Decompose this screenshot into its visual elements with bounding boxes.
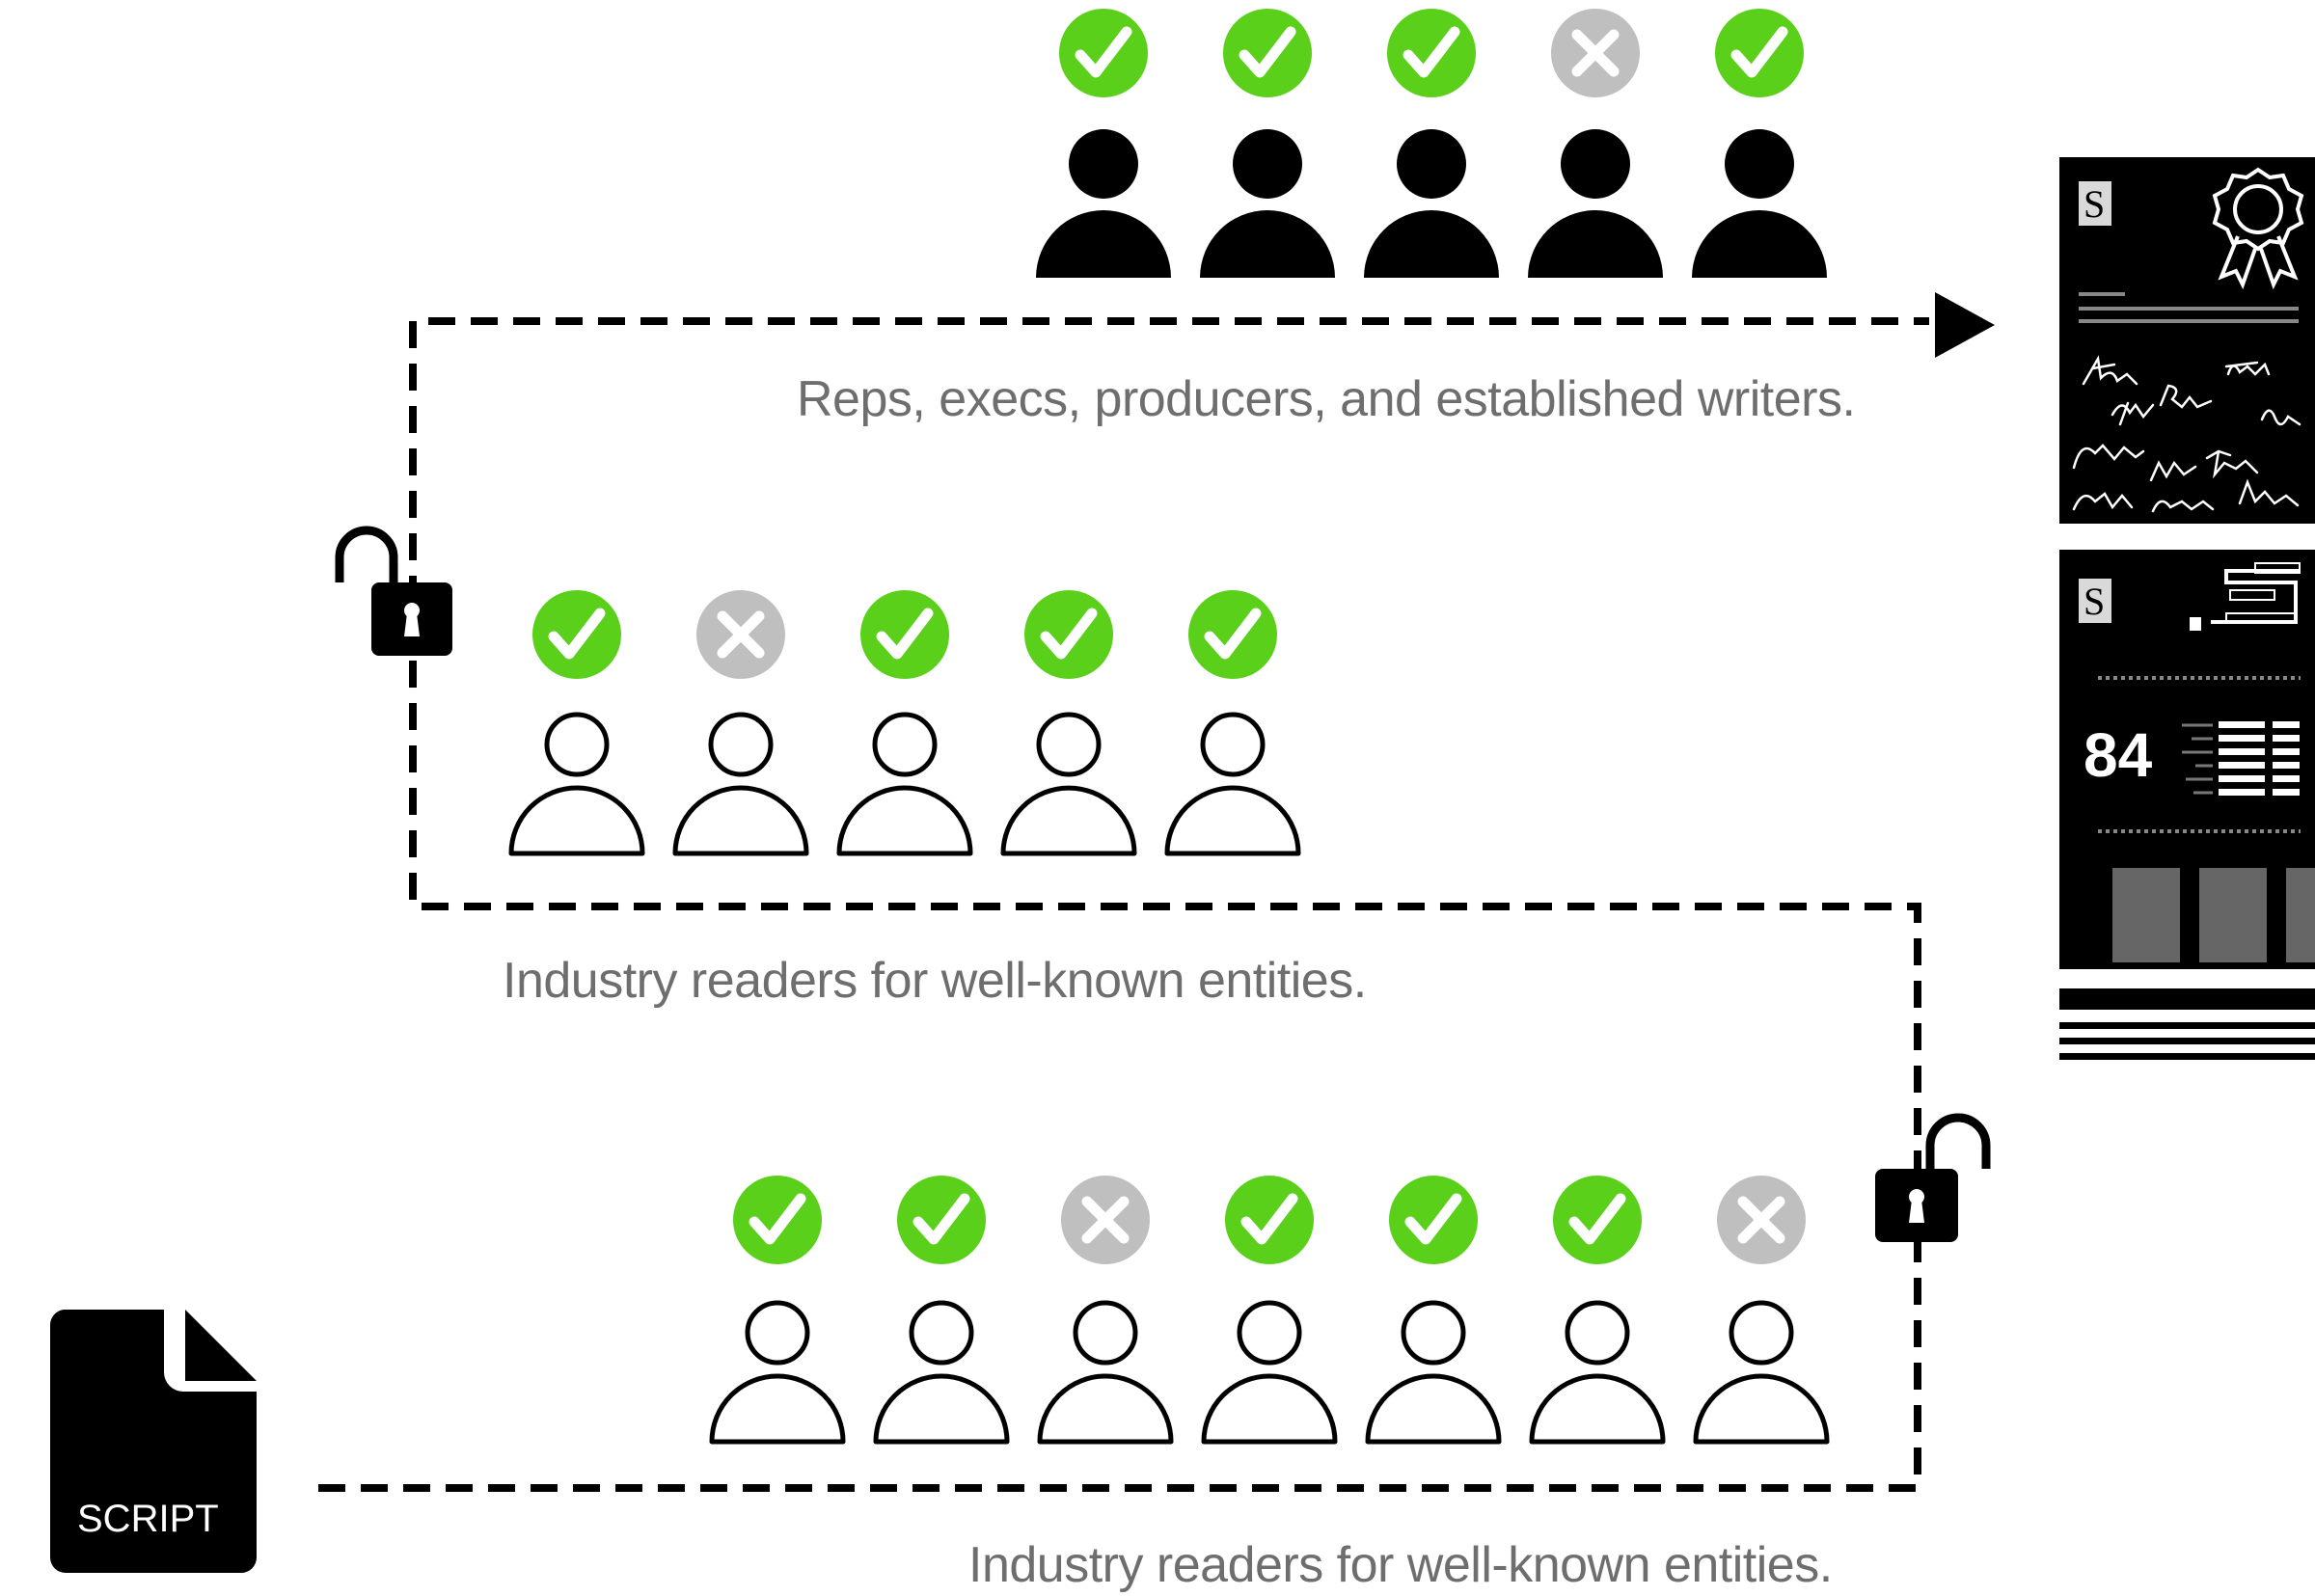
- tier-caption-bottom: Industry readers for well-known entities…: [968, 1537, 1833, 1593]
- reader-person-icon: [1037, 1300, 1174, 1445]
- check-icon: [1059, 9, 1148, 97]
- reader-person-icon: [508, 712, 645, 856]
- signatures: [2072, 355, 2301, 513]
- reader-person-icon: [1200, 129, 1335, 278]
- tier-caption-top: Reps, execs, producers, and established …: [797, 371, 1856, 427]
- reader-person-icon: [1164, 712, 1301, 856]
- reader-person-icon: [1000, 712, 1137, 856]
- check-icon: [1715, 9, 1804, 97]
- tier-top: [1036, 9, 1827, 278]
- tier-caption-middle: Industry readers for well-known entities…: [503, 953, 1367, 1009]
- check-icon: [860, 590, 949, 679]
- reader-person-icon: [1529, 1300, 1666, 1445]
- check-icon: [1225, 1176, 1314, 1264]
- s-badge-icon: [2079, 181, 2111, 226]
- cross-icon: [696, 590, 785, 679]
- check-icon: [897, 1176, 986, 1264]
- scorecard-badge: S: [2084, 580, 2105, 623]
- check-icon: [1223, 9, 1312, 97]
- reader-person-icon: [1692, 129, 1827, 278]
- check-icon: [1387, 9, 1476, 97]
- score-bars-icon: [2219, 721, 2300, 796]
- flow-arrowhead: [1935, 292, 1995, 358]
- reader-tiers: [508, 9, 1830, 1445]
- reader-person-icon: [873, 1300, 1010, 1445]
- tier-middle: [508, 590, 1301, 856]
- score-graphic-icon: [2190, 562, 2301, 631]
- certificate-badge: S: [2084, 182, 2105, 226]
- check-icon: [1024, 590, 1113, 679]
- reader-person-icon: [1364, 129, 1499, 278]
- s-badge-icon: [2079, 579, 2111, 623]
- script-label: SCRIPT: [77, 1498, 219, 1540]
- reader-person-icon: [1528, 129, 1663, 278]
- flow-path: [318, 317, 1929, 1492]
- cross-icon: [1551, 9, 1640, 97]
- score-value: 84: [2084, 720, 2153, 790]
- unlocked-padlock-icon: [335, 526, 452, 656]
- cross-icon: [1061, 1176, 1150, 1264]
- reader-person-icon: [1201, 1300, 1338, 1445]
- reader-person-icon: [709, 1300, 846, 1445]
- tier-bottom: [709, 1176, 1830, 1445]
- reader-person-icon: [672, 712, 809, 856]
- reader-person-icon: [1365, 1300, 1502, 1445]
- check-icon: [1188, 590, 1277, 679]
- check-icon: [1389, 1176, 1478, 1264]
- scorecard-footer-lines: [2059, 988, 2315, 1060]
- scorecard-card: S 84: [2059, 550, 2315, 969]
- award-ribbon-icon: [2212, 167, 2304, 290]
- reader-person-icon: [836, 712, 973, 856]
- script-document-icon: SCRIPT: [49, 1310, 257, 1573]
- reader-person-icon: [1693, 1300, 1830, 1445]
- unlocked-padlock-icon: [1875, 1113, 1991, 1242]
- check-icon: [1553, 1176, 1642, 1264]
- certificate-card: S: [2059, 157, 2315, 524]
- cross-icon: [1717, 1176, 1806, 1264]
- reader-person-icon: [1036, 129, 1171, 278]
- check-icon: [733, 1176, 822, 1264]
- check-icon: [532, 590, 621, 679]
